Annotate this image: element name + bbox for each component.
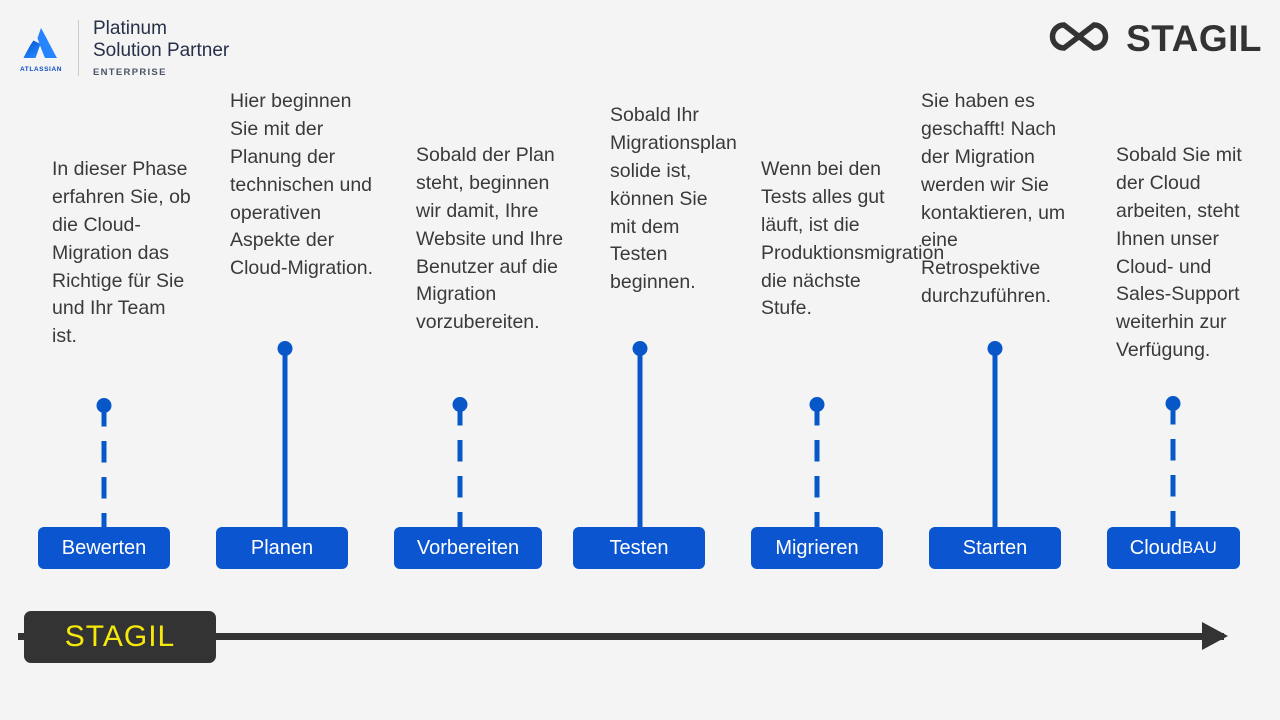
- stagil-footer-tag: STAGIL: [24, 611, 216, 663]
- atlassian-wordmark: ATLASSIAN: [19, 65, 63, 73]
- stage-description-2: Hier beginnen Sie mit der Planung der te…: [230, 90, 374, 280]
- connector-1: [96, 398, 111, 528]
- milestone-button-bewerten[interactable]: Bewerten: [38, 527, 170, 569]
- milestone-label-4: Testen: [609, 536, 669, 559]
- connector-stem-4: [637, 348, 642, 528]
- milestone-label-5: Migrieren: [775, 536, 859, 559]
- partner-line-2: Solution Partner: [93, 40, 230, 62]
- connector-stem-3: [457, 404, 462, 528]
- partner-text-block: Platinum Solution Partner ENTERPRISE: [93, 18, 229, 78]
- timeline-arrow-head-icon: [1202, 622, 1228, 650]
- stage-description-4: Sobald Ihr Migrationsplan solide ist, kö…: [610, 104, 737, 294]
- milestone-label-2: Planen: [250, 536, 314, 559]
- atlassian-logo-icon: ATLASSIAN: [18, 24, 64, 73]
- milestone-button-cloud-bau[interactable]: Cloud BAU: [1107, 527, 1240, 569]
- stage-description-5: Wenn bei den Tests alles gut läuft, ist …: [761, 158, 945, 320]
- connector-4: [632, 341, 647, 528]
- connector-2: [277, 341, 292, 528]
- partner-line-1: Platinum: [93, 18, 167, 39]
- milestone-button-planen[interactable]: Planen: [216, 527, 348, 569]
- stage-description-1: In dieser Phase erfahren Sie, ob die Clo…: [52, 158, 191, 348]
- stagil-footer-label: STAGIL: [64, 620, 176, 653]
- connector-6: [987, 341, 1002, 528]
- milestone-button-testen[interactable]: Testen: [573, 527, 705, 569]
- milestone-button-starten[interactable]: Starten: [929, 527, 1061, 569]
- connector-7: [1165, 396, 1180, 528]
- header-divider: [78, 20, 79, 76]
- stage-description-3: Sobald der Plan steht, beginnen wir dami…: [416, 144, 564, 334]
- stagil-wordmark: STAGIL: [1126, 18, 1262, 59]
- milestone-label-6: Starten: [962, 536, 1028, 559]
- atlassian-partner-badge: ATLASSIAN Platinum Solution Partner ENTE…: [18, 18, 229, 78]
- connector-stem-5: [814, 404, 819, 528]
- milestone-label-1: Bewerten: [61, 536, 147, 559]
- connector-3: [452, 397, 467, 528]
- stagil-brand-logo: STAGIL: [1048, 18, 1262, 60]
- infinity-icon: [1048, 20, 1110, 59]
- connector-5: [809, 397, 824, 528]
- connector-stem-7: [1170, 403, 1175, 528]
- connector-stem-6: [992, 348, 997, 528]
- milestone-label-7-suffix: BAU: [1182, 538, 1218, 557]
- milestone-button-vorbereiten[interactable]: Vorbereiten: [394, 527, 542, 569]
- timeline-axis-line: [18, 633, 1224, 640]
- stage-description-7: Sobald Sie mit der Cloud arbeiten, steht…: [1116, 144, 1242, 362]
- connector-stem-2: [282, 348, 287, 528]
- partner-tier-label: ENTERPRISE: [93, 66, 167, 78]
- milestone-label-7-main: Cloud: [1129, 536, 1183, 559]
- stage-description-6: Sie haben es geschafft! Nach der Migrati…: [921, 90, 1066, 308]
- milestone-label-3: Vorbereiten: [416, 536, 520, 559]
- milestone-button-migrieren[interactable]: Migrieren: [751, 527, 883, 569]
- connector-stem-1: [101, 405, 106, 528]
